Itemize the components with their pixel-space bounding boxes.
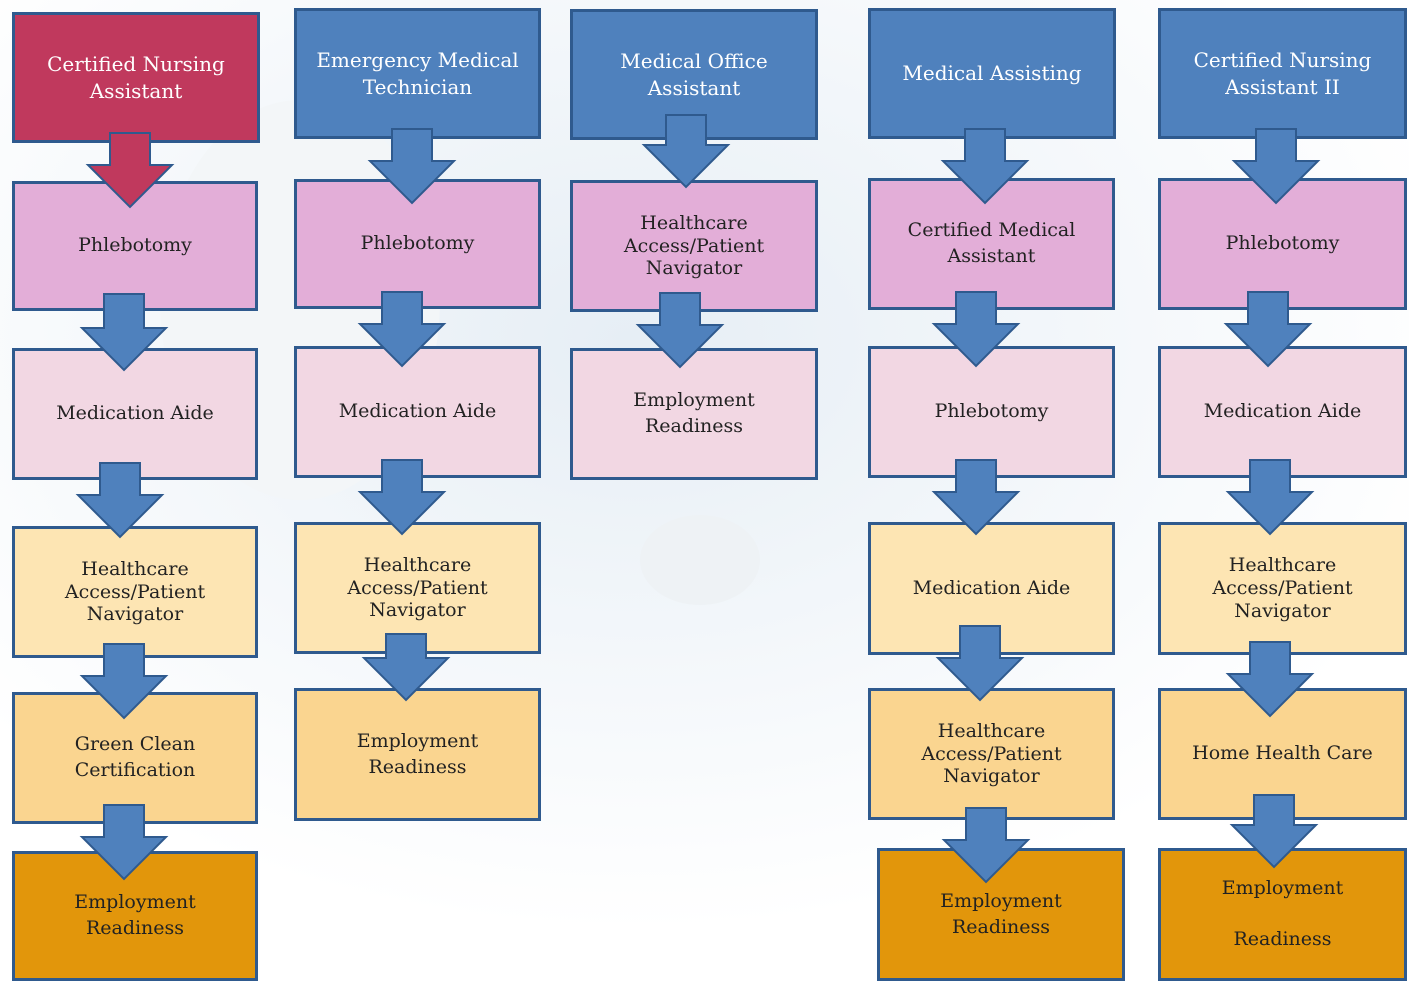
pathway-5-header: Certified Nursing Assistant II [1158,8,1407,139]
pathway-1-step-5: Employment Readiness [12,851,258,981]
pathway-2-step-1: Phlebotomy [294,179,541,309]
pathway-1-step-3: Healthcare Access/Patient Navigator [12,526,258,658]
pathway-3-step-2: Employment Readiness [570,348,818,480]
pathway-1-step-1: Phlebotomy [12,181,258,311]
pathway-4-step-2: Phlebotomy [868,346,1115,478]
pathway-4-header: Medical Assisting [868,8,1116,139]
pathway-1-step-2: Medication Aide [12,348,258,480]
pathway-2-step-3: Healthcare Access/Patient Navigator [294,522,541,654]
pathway-5-step-3: Healthcare Access/Patient Navigator [1158,522,1407,655]
pathway-4-step-5: Employment Readiness [877,848,1125,981]
pathway-1-step-4: Green Clean Certification [12,692,258,824]
pathway-3-step-1: Healthcare Access/Patient Navigator [570,180,818,312]
pathway-3-header: Medical Office Assistant [570,9,818,140]
pathway-4-step-3: Medication Aide [868,522,1115,655]
pathway-2-header: Emergency Medical Technician [294,8,541,139]
pathway-1-header: Certified Nursing Assistant [12,12,260,143]
pathway-4-step-1: Certified Medical Assistant [868,178,1115,310]
pathway-5-step-1: Phlebotomy [1158,178,1407,310]
pathway-5-step-5: Employment Readiness [1158,848,1407,981]
pathway-2-step-4: Employment Readiness [294,688,541,821]
pathway-5-step-4: Home Health Care [1158,688,1407,820]
pathway-2-step-2: Medication Aide [294,346,541,478]
pathway-4-step-4: Healthcare Access/Patient Navigator [868,688,1115,820]
pathway-5-step-2: Medication Aide [1158,346,1407,478]
